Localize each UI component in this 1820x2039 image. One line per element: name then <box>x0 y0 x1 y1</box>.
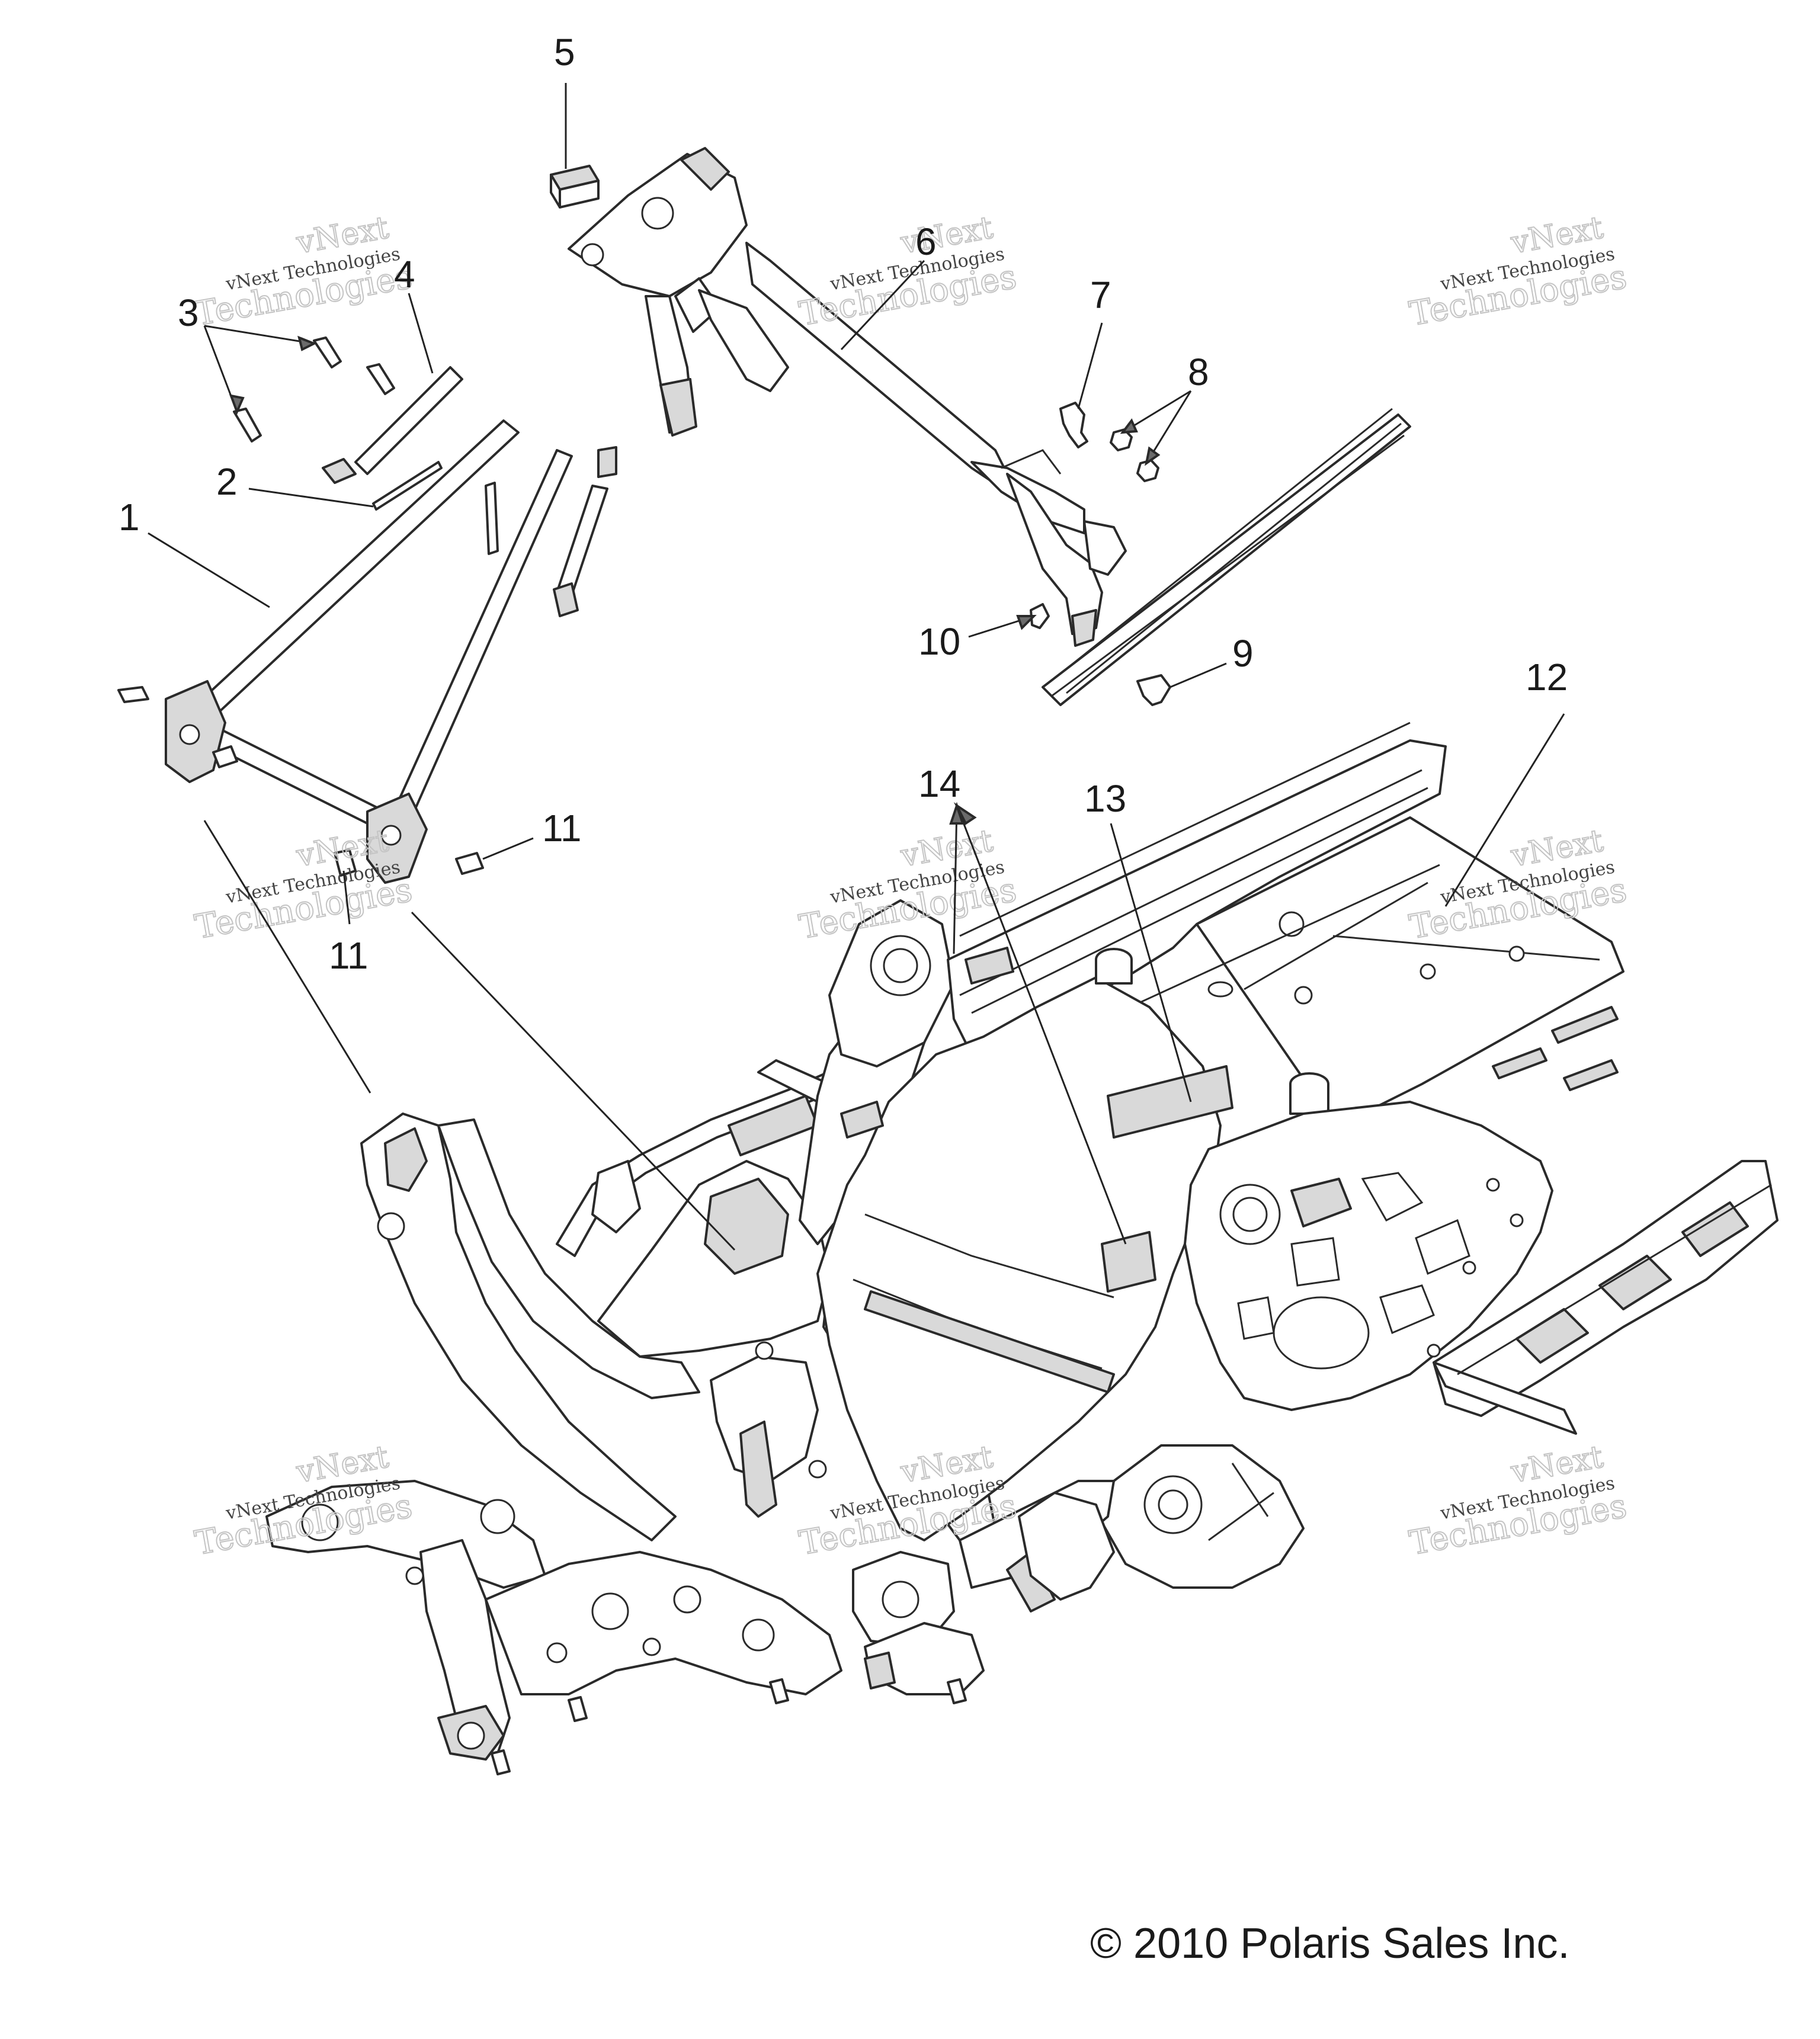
leader-frame-a <box>203 820 371 1094</box>
callout-8: 8 <box>1188 351 1209 393</box>
leader-12 <box>1444 713 1565 907</box>
leader-7 <box>1077 322 1103 409</box>
leader-lines <box>148 83 1565 1251</box>
part-4-harness <box>322 366 617 617</box>
watermark-3: vNext vNext Technologies Technologies <box>1406 209 1630 334</box>
callout-6: 6 <box>915 220 937 263</box>
leader-14b <box>956 805 1127 1245</box>
leader-frame-b <box>411 911 736 1251</box>
watermark-2: vNext vNext Technologies Technologies <box>796 209 1020 334</box>
part-7-clip <box>1059 402 1088 448</box>
callout-11-right: 11 <box>542 807 581 849</box>
watermark-9: vNext vNext Technologies Technologies <box>1406 1438 1630 1563</box>
seat-rail-strip <box>1042 408 1411 706</box>
leader-9 <box>1169 662 1227 688</box>
watermark-1: vNext vNext Technologies Technologies <box>191 209 415 334</box>
arrow-8a <box>1120 418 1138 434</box>
callout-7: 7 <box>1090 274 1111 316</box>
callout-11-left: 11 <box>329 934 368 977</box>
arrow-14a <box>949 802 965 825</box>
arrow-3b <box>229 394 245 415</box>
copyright-notice: © 2010 Polaris Sales Inc. <box>1090 1920 1569 1967</box>
watermark-4: vNext vNext Technologies Technologies <box>191 822 415 947</box>
callout-1: 1 <box>118 496 140 538</box>
callout-12: 12 <box>1526 656 1568 698</box>
callout-10: 10 <box>918 620 960 663</box>
leader-6 <box>840 259 925 351</box>
callout-4: 4 <box>394 253 415 296</box>
part-10-clip <box>1030 603 1050 629</box>
callout-3: 3 <box>178 291 199 334</box>
leader-3a <box>204 325 315 345</box>
callout-labels: 1 2 3 4 5 6 7 8 9 10 11 11 12 13 14 <box>118 31 1568 977</box>
leader-1 <box>148 532 270 608</box>
part-9-bolt <box>1136 674 1171 706</box>
callout-2: 2 <box>216 460 238 503</box>
leader-11a <box>482 837 534 860</box>
callout-13: 13 <box>1084 777 1126 820</box>
leader-4 <box>408 293 434 374</box>
callout-9: 9 <box>1232 632 1254 675</box>
callout-14: 14 <box>918 762 960 805</box>
leader-2 <box>248 488 374 508</box>
arrow-10 <box>1016 615 1037 630</box>
callout-5: 5 <box>554 31 575 73</box>
part-11-bolts <box>212 745 484 877</box>
part-6-steering-post <box>568 147 1127 647</box>
arrow-14b <box>953 802 977 825</box>
leader-11b <box>342 870 351 925</box>
part-1-brace-assembly <box>117 419 573 884</box>
leader-14a <box>953 805 958 954</box>
tunnel-assembly <box>405 722 1779 1775</box>
arrow-8b <box>1145 446 1161 466</box>
part-3-bolts <box>233 336 395 443</box>
part-5-block <box>550 165 600 209</box>
arrow-3a <box>297 335 317 351</box>
leader-13 <box>1110 823 1192 1102</box>
watermark-5: vNext vNext Technologies Technologies <box>796 822 1020 947</box>
